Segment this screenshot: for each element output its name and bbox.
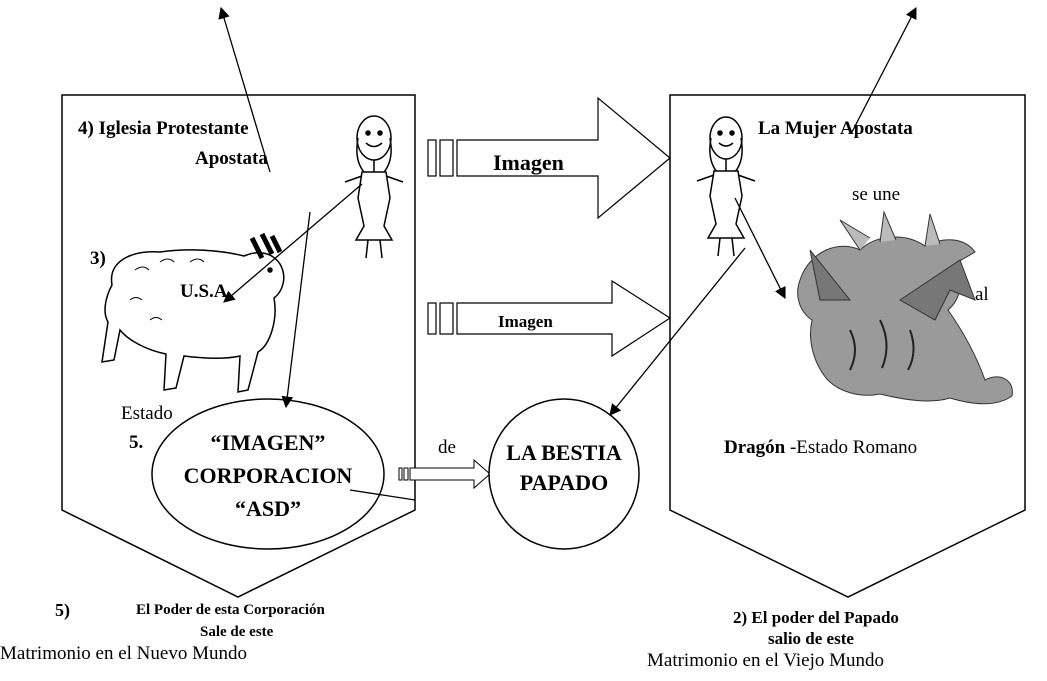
beast-line2: PAPADO — [519, 470, 609, 495]
church-label-line2: Apostata — [195, 148, 268, 169]
dragon-label: Dragón -Estado Romano — [724, 437, 917, 459]
block-arrow-top — [427, 96, 671, 220]
woman-left-icon — [344, 115, 404, 259]
footer-left-num: 5) — [55, 600, 70, 620]
footer-left-line1: El Poder de esta Corporación — [136, 602, 325, 618]
imagen-corp-line2: CORPORACION — [183, 463, 353, 488]
footer-right-line2: salio de este — [768, 629, 854, 648]
usa-label: U.S.A — [180, 281, 228, 302]
dragon-icon — [797, 210, 1013, 405]
imagen-corp-line1: “IMAGEN” — [210, 430, 326, 455]
block-arrow-small — [398, 458, 491, 490]
imagen-label-top: Imagen — [493, 150, 564, 175]
estado-label: Estado — [121, 403, 173, 424]
label-3: 3) — [90, 248, 106, 269]
imagen-corporacion-ellipse — [151, 398, 385, 550]
se-une-label: se une — [852, 184, 901, 205]
beast-line1: LA BESTIA — [506, 440, 622, 465]
imagen-label-middle: Imagen — [498, 312, 553, 331]
dragon-label-bold: Dragón — [724, 437, 786, 458]
footer-left-line2: Sale de este — [200, 624, 274, 640]
woman-label: La Mujer Apostata — [758, 118, 913, 139]
label-5: 5. — [129, 432, 144, 453]
footer-right-line3: Matrimonio en el Viejo Mundo — [647, 650, 885, 671]
de-label: de — [438, 437, 456, 458]
woman-right-icon — [696, 116, 756, 257]
lamb-icon — [101, 232, 285, 393]
al-label: al — [975, 284, 989, 305]
connector-arrows — [218, 6, 917, 501]
imagen-corp-line3: “ASD” — [234, 496, 301, 521]
beast-circle — [488, 398, 640, 550]
footer-right-line1: 2) El poder del Papado — [733, 608, 899, 627]
block-arrow-middle — [427, 279, 672, 358]
footer-left-line3: Matrimonio en el Nuevo Mundo — [0, 643, 247, 664]
dragon-label-rest: -Estado Romano — [785, 437, 918, 458]
church-label-line1: 4) Iglesia Protestante — [78, 118, 249, 139]
